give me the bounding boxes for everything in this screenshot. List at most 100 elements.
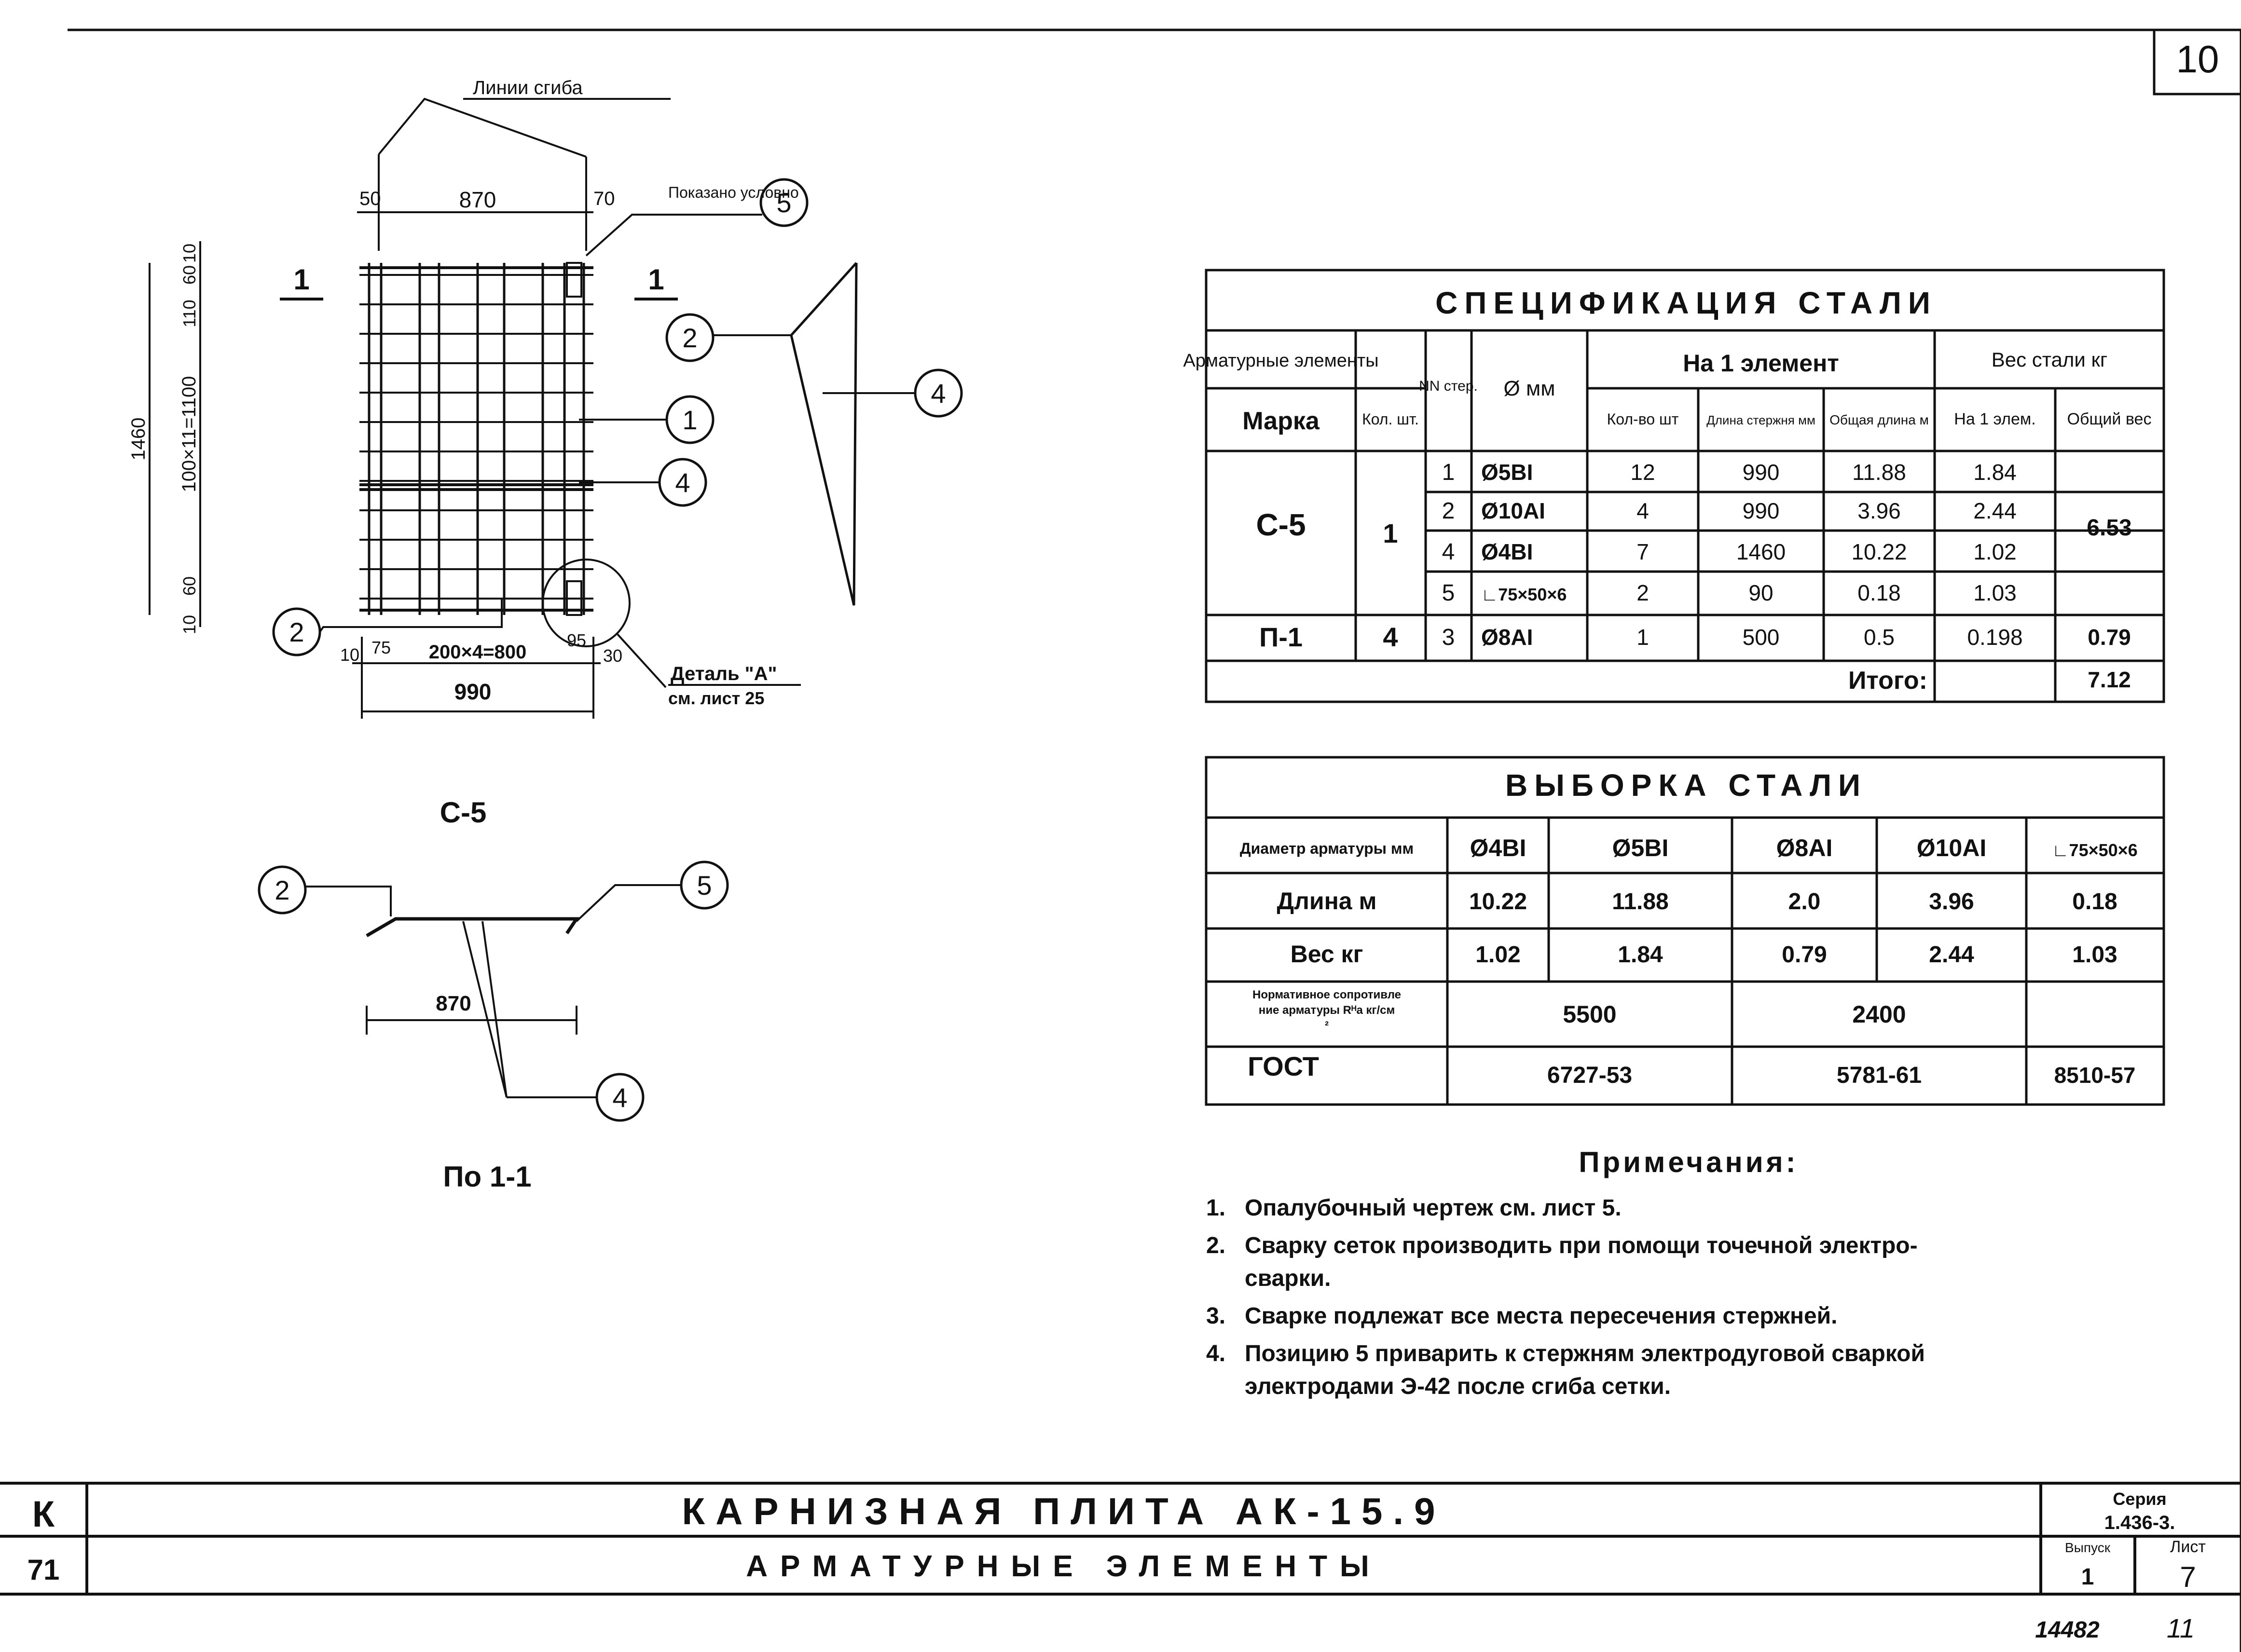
- spec-total-label: Итого:: [1848, 667, 1927, 695]
- svg-text:4: 4: [612, 1082, 627, 1113]
- callout-4-side: 4: [823, 369, 963, 418]
- callout-5-top: 5: [759, 178, 809, 227]
- spec-header-elements: Арматурные элементы: [1183, 351, 1378, 371]
- dim-left-1100: 100×11=1100: [179, 376, 200, 492]
- spec-cell-kolvo: 7: [1636, 539, 1649, 564]
- spec-cell-length: 990: [1743, 498, 1780, 523]
- spec-header-total-weight: Общий вес: [2067, 410, 2152, 428]
- detail-a-label: Деталь "А": [671, 663, 777, 684]
- vyborka-length-cell: 3.96: [1929, 889, 1974, 915]
- vyborka-length-cell: 11.88: [1612, 889, 1668, 915]
- spec-cell-total-length: 0.18: [1857, 580, 1901, 605]
- dim-top-50: 50: [359, 188, 381, 209]
- vyborka-col-header: Ø5BI: [1612, 834, 1669, 861]
- section-dim-870: 870: [436, 992, 471, 1015]
- title-block: К 71 КАРНИЗНАЯ ПЛИТА АК-15.9 АРМАТУРНЫЕ …: [0, 1482, 2241, 1643]
- vyborka-weight-cell: 2.44: [1929, 942, 1974, 968]
- dim-left-60-top: 60: [179, 265, 199, 285]
- note-line: Позицию 5 приварить к стержням электроду…: [1245, 1341, 1925, 1366]
- section-mark-left: 1: [293, 263, 309, 296]
- title-main: КАРНИЗНАЯ ПЛИТА АК-15.9: [682, 1490, 1446, 1532]
- spec-cell-nn: 2: [1442, 498, 1455, 524]
- dim-left-60-bottom: 60: [179, 576, 199, 596]
- issue-label: Выпуск: [2065, 1540, 2111, 1555]
- vyborka-col-header: ∟75×50×6: [2052, 840, 2137, 860]
- note-line: Опалубочный чертеж см. лист 5.: [1245, 1195, 1622, 1221]
- series-value: 1.436-3.: [2104, 1512, 2175, 1533]
- sheet-number: 10: [2176, 38, 2219, 81]
- spec-marka-p1: П-1: [1259, 622, 1303, 652]
- spec-cell-weight: 1.02: [1973, 539, 2017, 564]
- section-mark-right: 1: [648, 263, 664, 296]
- notes: Примечания: 1.Опалубочный чертеж см. лис…: [1206, 1146, 1925, 1399]
- spec-cell-length: 90: [1748, 580, 1773, 605]
- vyborka-col-header: Ø4BI: [1470, 834, 1526, 861]
- vyborka-weight-label: Вес кг: [1291, 941, 1363, 968]
- title-subtitle: АРМАТУРНЫЕ ЭЛЕМЕНТЫ: [746, 1550, 1381, 1583]
- dim-top-870: 870: [459, 187, 496, 212]
- spec-total-weight-p1: 0.79: [2088, 625, 2131, 650]
- section-1-1: 870 2 5 4 По 1-1: [258, 860, 729, 1193]
- vyborka-weight-cell: 0.79: [1782, 942, 1827, 968]
- section-title: По 1-1: [443, 1160, 531, 1193]
- callout-1: 1: [579, 395, 715, 444]
- vyborka-gost-6727: 6727-53: [1547, 1063, 1632, 1088]
- spec-total-value: 7.12: [2088, 667, 2131, 692]
- svg-text:2: 2: [275, 875, 289, 905]
- spec-cell-diam: Ø8AI: [1481, 625, 1533, 650]
- frame: [68, 28, 2241, 1652]
- spec-header-weight: Вес стали кг: [1992, 348, 2108, 371]
- spec-kol-c5: 1: [1383, 518, 1398, 548]
- spec-cell-diam: Ø4BI: [1481, 539, 1533, 564]
- fold-lines-label: Линии сгиба: [473, 77, 583, 98]
- spec-cell-total-length: 10.22: [1851, 539, 1907, 564]
- svg-text:2: 2: [682, 323, 697, 353]
- sheet-number-box: 10: [2153, 30, 2241, 96]
- spec-header-kol: Кол. шт.: [1362, 410, 1419, 428]
- dim-left-1460: 1460: [128, 418, 149, 461]
- spec-cell-length: 990: [1743, 460, 1780, 485]
- spec-header-per-element: На 1 элемент: [1683, 350, 1839, 377]
- spec-marka-c5: С-5: [1256, 507, 1306, 542]
- vyborka-col-header: Ø8AI: [1776, 834, 1833, 861]
- note-line: сварки.: [1245, 1266, 1331, 1291]
- section-callout-5: 5: [576, 860, 729, 922]
- vyborka-resist-2400: 2400: [1852, 1001, 1906, 1028]
- dim-bottom-10: 10: [340, 645, 359, 665]
- dim-bottom-800: 200×4=800: [429, 642, 526, 663]
- spec-cell-kolvo: 2: [1636, 580, 1649, 605]
- spec-cell-kolvo: 1: [1636, 625, 1649, 650]
- series-label: Серия: [2113, 1489, 2166, 1509]
- vyborka-title: ВЫБОРКА СТАЛИ: [1505, 768, 1867, 803]
- dim-top-70: 70: [593, 188, 615, 209]
- note-number: 4.: [1206, 1341, 1225, 1366]
- vyborka-length-cell: 2.0: [1788, 889, 1821, 915]
- spec-cell-diam: ∟75×50×6: [1481, 585, 1567, 604]
- spec-total-weight-c5: 6.53: [2087, 515, 2131, 541]
- spec-header-marka: Марка: [1242, 407, 1320, 435]
- vyborka-gost-label: ГОСТ: [1248, 1051, 1319, 1081]
- spec-cell-weight: 1.84: [1973, 460, 2017, 485]
- callout-2-side: 2: [665, 313, 791, 362]
- spec-cell-diam: Ø10AI: [1481, 498, 1545, 523]
- sheet-value: 7: [2180, 1561, 2196, 1593]
- title-left-top: К: [32, 1494, 55, 1535]
- dim-left-110: 110: [179, 300, 199, 327]
- note-number: 2.: [1206, 1233, 1225, 1258]
- archive-number: 14482: [2035, 1617, 2100, 1643]
- spec-header-nn: NN стер.: [1419, 378, 1478, 394]
- spec-cell-length: 1460: [1736, 539, 1786, 564]
- vyborka-weight-cell: 1.03: [2072, 942, 2117, 968]
- spec-header-per-elem: На 1 элем.: [1954, 410, 2035, 428]
- shown-conventionally-label: Показано условно: [668, 184, 799, 201]
- vyborka-gost-5781: 5781-61: [1837, 1063, 1922, 1088]
- spec-cell-nn: 5: [1442, 580, 1455, 606]
- section-callout-2: 2: [258, 865, 392, 916]
- vyborka-length-cell: 0.18: [2072, 889, 2117, 915]
- mesh-grid: [359, 263, 593, 615]
- vyborka-col-header: Ø10AI: [1917, 834, 1987, 861]
